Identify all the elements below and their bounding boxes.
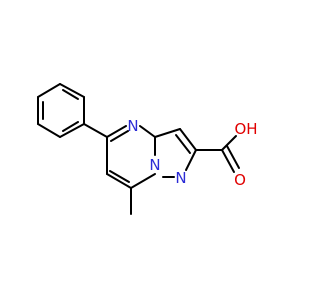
atom-label-oh: OH [234, 120, 257, 138]
bonds [37, 83, 240, 215]
bond [110, 130, 129, 142]
bond [226, 145, 240, 169]
bond [37, 123, 61, 138]
bond [154, 128, 181, 138]
bond [179, 128, 197, 151]
atom-label-n-pyrazole: N [175, 169, 186, 187]
atom-label-n-bridge: N [149, 156, 160, 174]
atom-label-n-ring: N [127, 117, 138, 135]
bond [37, 83, 61, 98]
bond [175, 134, 191, 154]
bond [62, 89, 79, 100]
bond [109, 170, 130, 183]
bond [106, 173, 132, 189]
bond [59, 123, 85, 138]
bond [130, 173, 156, 189]
atom-label-o: O [234, 171, 246, 189]
bond [106, 125, 127, 138]
bond [221, 135, 237, 151]
bond [185, 149, 197, 171]
bond [62, 121, 79, 132]
bond [59, 83, 85, 98]
bond [221, 149, 235, 173]
chemical-structure-diagram: N N N OH O [37, 83, 258, 215]
bond [83, 123, 108, 138]
bond [139, 125, 156, 138]
